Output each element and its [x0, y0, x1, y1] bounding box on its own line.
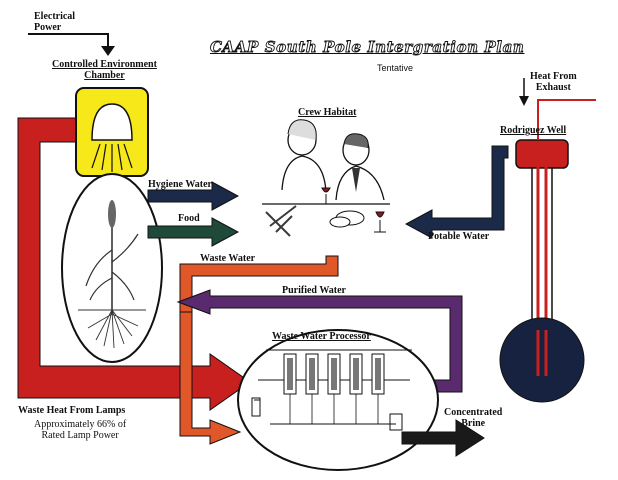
hygiene-water-label: Hygiene Water — [148, 179, 212, 190]
controlled-environment-chamber — [75, 87, 149, 177]
chamber-label: Controlled Environment Chamber — [52, 59, 157, 81]
waste-heat-flow — [17, 117, 251, 411]
waste-heat-label: Waste Heat From Lamps — [18, 405, 126, 416]
potable-water-arrow — [404, 145, 509, 239]
potable-water-label: Potable Water — [428, 231, 490, 242]
food-label: Food — [178, 213, 200, 224]
electrical-power-arrow — [28, 33, 115, 56]
electrical-power-label: Electrical Power — [34, 11, 76, 33]
waste-water-label: Waste Water — [200, 253, 256, 264]
food-arrow — [147, 217, 240, 247]
rodriguez-well-label: Rodriguez Well — [500, 125, 567, 136]
hygiene-water-arrow — [147, 181, 240, 211]
concentrated-brine-label: Concentrated Brine — [444, 407, 503, 429]
diagram-subtitle: Tentative — [377, 63, 414, 73]
concentrated-brine-arrow — [401, 419, 485, 457]
rodriguez-well — [499, 139, 585, 403]
heat-from-exhaust-arrow — [519, 78, 596, 140]
diagram-title: CAAP South Pole Intergration Plan — [210, 38, 525, 57]
purified-water-label: Purified Water — [282, 285, 346, 296]
plant-growth-area — [61, 173, 163, 363]
waste-water-processor-label: Waste Water Processor — [272, 331, 371, 342]
crew-habitat-illustration — [262, 119, 390, 237]
crew-habitat-label: Crew Habitat — [298, 107, 357, 118]
waste-water-processor — [237, 329, 439, 471]
waste-heat-note: Approximately 66% of Rated Lamp Power — [34, 419, 127, 441]
waste-water-arrow — [179, 255, 339, 445]
heat-from-exhaust-label: Heat From Exhaust — [530, 71, 577, 93]
